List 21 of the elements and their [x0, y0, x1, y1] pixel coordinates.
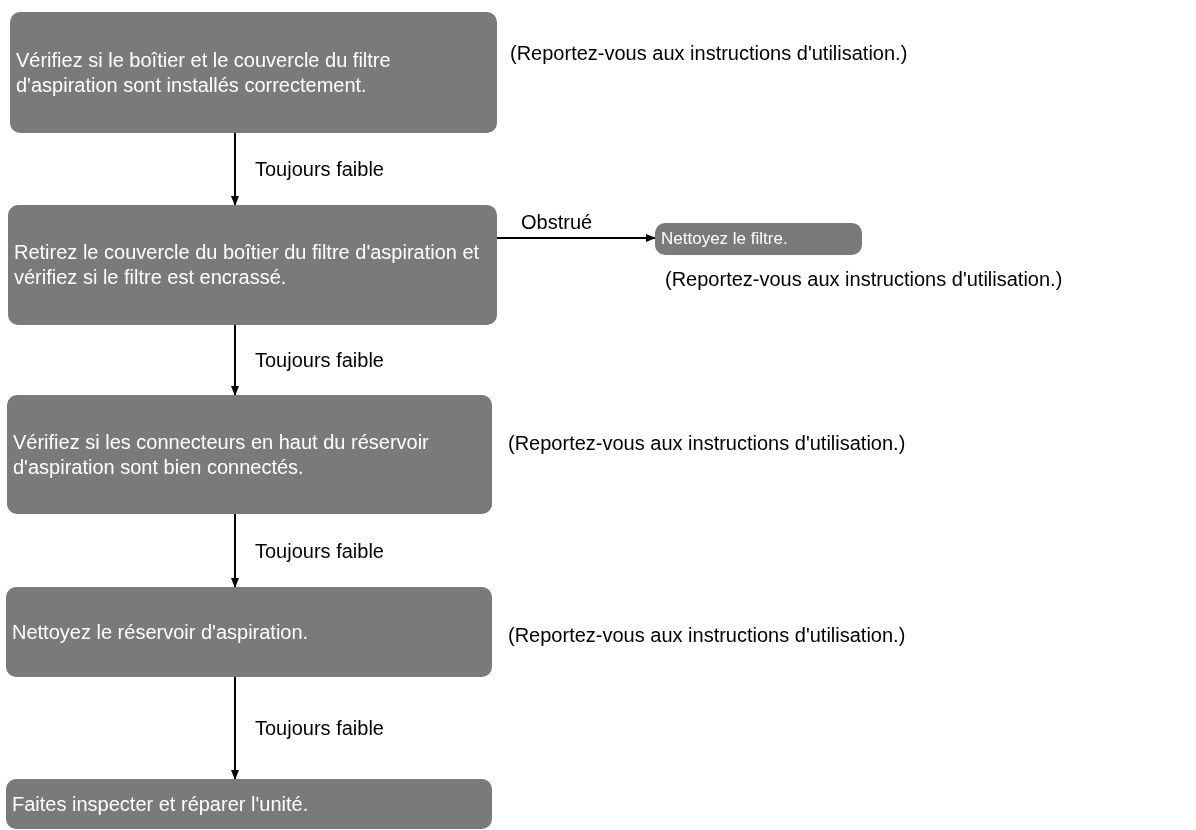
arrow: [231, 513, 239, 588]
step-text: Nettoyez le filtre.: [661, 228, 788, 250]
process-box: [8, 205, 497, 325]
arrow: [231, 324, 239, 396]
note-text: (Reportez-vous aux instructions d'utilisation.): [510, 41, 908, 66]
step-text: Retirez le couvercle du boîtier du filtre d'aspiration et vérifiez si le filtre est encrassé.: [14, 240, 481, 290]
step-text: Nettoyez le réservoir d'aspiration.: [12, 619, 309, 645]
note-text: (Reportez-vous aux instructions d'utilisation.): [508, 431, 906, 456]
note-text: (Reportez-vous aux instructions d'utilisation.): [665, 267, 1063, 292]
step-text: Vérifiez si le boîtier et le couvercle du filtre d'aspiration sont installés correctement.: [16, 47, 392, 98]
process-box: [6, 779, 492, 829]
process-box: [7, 395, 492, 514]
note-text: (Reportez-vous aux instructions d'utilisation.): [508, 623, 906, 648]
step-text: Faites inspecter et réparer l'unité.: [12, 791, 309, 817]
arrow: [496, 234, 656, 242]
process-box: [6, 587, 492, 677]
process-box: [10, 12, 497, 133]
step-text: Vérifiez si les connecteurs en haut du réservoir d'aspiration sont bien connectés.: [13, 429, 430, 480]
arrow: [231, 132, 239, 206]
process-box: [655, 223, 862, 255]
arrow: [231, 676, 239, 780]
